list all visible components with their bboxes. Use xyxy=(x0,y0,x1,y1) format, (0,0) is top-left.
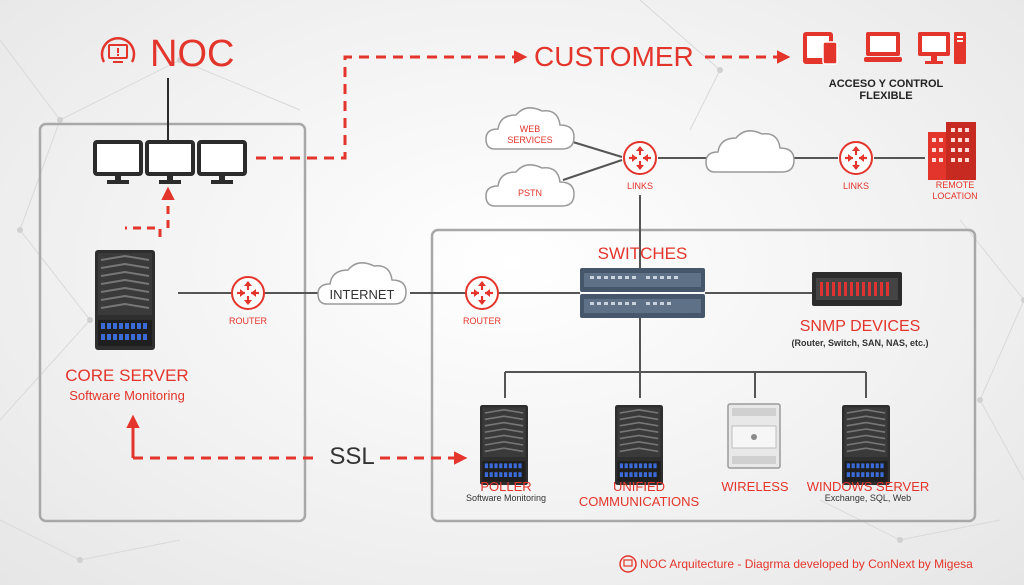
customer-title: CUSTOMER xyxy=(534,41,694,72)
footer-caption: NOC Arquitecture - Diagrma developed by … xyxy=(640,557,973,571)
core-server-subtitle: Software Monitoring xyxy=(69,388,185,403)
wireless-ap-icon xyxy=(727,403,781,469)
desktop-icon xyxy=(918,32,966,64)
cloud-icon xyxy=(705,130,795,173)
poller-subtitle: Software Monitoring xyxy=(465,493,547,503)
router-icon xyxy=(230,275,266,311)
wireless-label: WIRELESS xyxy=(721,479,789,494)
snmp-title: SNMP DEVICES xyxy=(799,318,921,335)
windows-server-subtitle: Exchange, SQL, Web xyxy=(824,493,912,503)
monitor-icon xyxy=(197,140,247,186)
noc-title: NOC xyxy=(150,33,235,75)
core-group-box xyxy=(38,122,307,523)
footer-logo-icon xyxy=(619,555,637,573)
laptop-icon xyxy=(864,32,902,62)
router-left-label: ROUTER xyxy=(229,316,267,326)
internet-label: INTERNET xyxy=(329,287,395,302)
core-server-icon xyxy=(94,249,156,351)
customer-link-arrow xyxy=(256,50,528,160)
ssl-label: SSL xyxy=(329,443,375,470)
switches-label: SWITCHES xyxy=(597,244,688,263)
tablet-icon xyxy=(803,32,838,65)
poller-title: POLLER xyxy=(480,479,532,494)
router-icon xyxy=(838,140,874,176)
windows-server-icon xyxy=(841,404,891,486)
links-label-1: LINKS xyxy=(626,181,653,191)
pstn-label: PSTN xyxy=(517,188,542,198)
switch-icon xyxy=(580,268,705,318)
snmp-subtitle: (Router, Switch, SAN, NAS, etc.) xyxy=(791,338,929,348)
monitor-icon xyxy=(93,140,143,186)
windows-server-title: WINDOWS SERVER xyxy=(806,479,930,494)
router-right-label: ROUTER xyxy=(463,316,501,326)
poller-server-icon xyxy=(479,404,529,486)
router-icon xyxy=(622,140,658,176)
core-to-monitor-dashed xyxy=(125,226,162,237)
noc-logo-icon xyxy=(100,37,136,63)
unified-server-icon xyxy=(614,404,664,486)
network-group-box xyxy=(430,228,977,523)
building-icon xyxy=(928,122,976,180)
connection-lines xyxy=(178,138,925,398)
router-icon xyxy=(464,275,500,311)
rack-device-icon xyxy=(812,272,902,306)
links-label-2: LINKS xyxy=(842,181,869,191)
cloud-icon xyxy=(485,164,575,207)
monitor-icon xyxy=(145,140,195,186)
customer-subtitle: ACCESO Y CONTROL FLEXIBLE xyxy=(828,78,944,102)
core-server-title: CORE SERVER xyxy=(65,366,189,385)
